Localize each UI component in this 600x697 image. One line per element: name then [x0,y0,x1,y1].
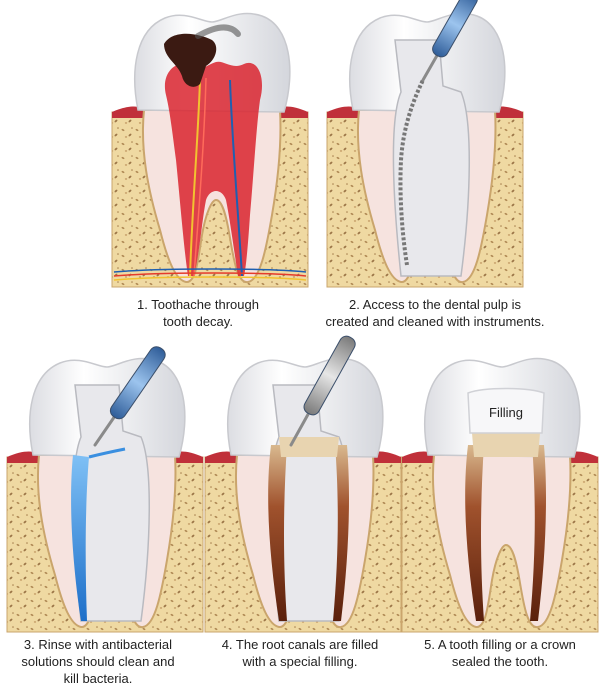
step-2-caption-line-2: created and cleaned with instruments. [325,314,545,329]
step-2-caption-line-1: 2. Access to the dental pulp is [349,297,521,312]
chamber-filling [472,433,540,457]
decay-cavity [164,33,217,87]
filling-instrument [289,335,356,447]
dental-instrument [421,0,478,82]
step-1-caption-line-1: 1. Toothache through [137,297,259,312]
step-4-caption-line-1: 4. The root canals are filled [221,637,379,652]
step-1-caption: 1. Toothache through tooth decay. [98,296,298,330]
step-5-caption-line-1: 5. A tooth filling or a crown [424,637,576,652]
step-4-caption: 4. The root canals are filled with a spe… [205,636,395,670]
vein-right [229,79,243,277]
tooth-panel-2 [326,0,524,288]
cleaned-canal [392,39,470,277]
rinse-syringe [93,346,166,447]
step-3-caption-line-2: solutions should clean and [21,654,175,669]
step-2-caption: 2. Access to the dental pulp is created … [310,296,560,330]
base-nerve [113,276,307,281]
root-canal-file [398,79,425,266]
step-3-caption-line-3: kill bacteria. [63,671,133,686]
dental-instrument-handle [432,0,478,58]
rinse-flow [88,447,126,459]
crown-filling [467,387,545,434]
root-filling-left [268,445,287,621]
root-filling-left [465,445,484,621]
root-filling-right [530,445,546,621]
step-1-caption-line-2: tooth decay. [163,314,233,329]
tooth-panel-1 [111,12,309,288]
filling-label: Filling [489,405,523,420]
step-3-caption: 3. Rinse with antibacterial solutions sh… [8,636,188,687]
base-artery [113,272,307,277]
tooth-panel-3 [6,346,204,633]
rinse-solution [71,455,89,621]
base-vein [113,268,307,273]
filling-instrument-handle [303,335,356,416]
nerve-left [189,79,201,277]
rinse-syringe-tip [93,415,116,447]
step-3-caption-line-1: 3. Rinse with antibacterial [23,637,173,652]
decay-stain [195,24,241,39]
artery [193,77,207,277]
step-4-caption-line-2: with a special filling. [242,654,358,669]
dental-instrument-tip [421,54,439,82]
filling-instrument-tip [289,412,310,447]
step-5-caption-line-2: sealed the tooth. [451,654,549,669]
rinse-syringe-handle [109,346,166,420]
tooth-panel-4 [204,335,402,633]
step-5-caption: 5. A tooth filling or a crown sealed the… [405,636,595,670]
tooth-panel-5 [401,357,599,633]
chamber-filling [279,437,339,457]
root-filling-right [333,445,349,621]
